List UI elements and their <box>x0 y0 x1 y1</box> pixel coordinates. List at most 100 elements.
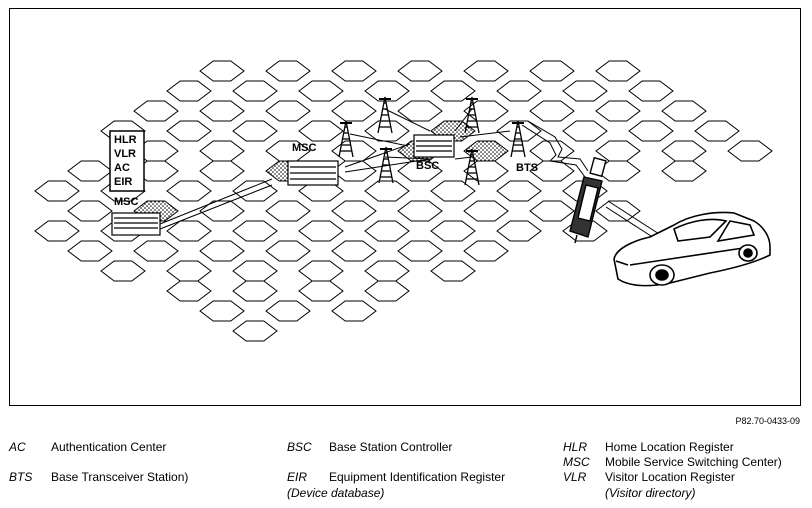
cell-hex <box>430 220 476 242</box>
radio-tower-icon <box>338 120 354 158</box>
cell-hex <box>166 180 212 202</box>
cell-hex <box>232 280 278 302</box>
bsc-label: BSC <box>416 160 439 172</box>
cell-hex <box>199 200 245 222</box>
bts-label: BTS <box>516 162 538 174</box>
cell-hex <box>67 240 113 262</box>
cell-hex <box>661 100 707 122</box>
cell-hex <box>232 260 278 282</box>
legend-definition: Equipment Identification Register <box>329 470 506 484</box>
msc-left-label: MSC <box>114 196 139 208</box>
cell-hex <box>364 80 410 102</box>
cell-hex <box>430 260 476 282</box>
cell-hex <box>661 140 707 162</box>
cell-hex <box>331 200 377 222</box>
legend-definition: Mobile Service Switching Center) <box>605 455 782 469</box>
radio-tower-icon <box>377 96 393 134</box>
cell-hex <box>298 280 344 302</box>
cell-hex <box>364 280 410 302</box>
cell-hex <box>727 140 773 162</box>
cell-hex <box>331 300 377 322</box>
cell-hex <box>628 120 674 142</box>
cell-hex <box>265 100 311 122</box>
cell-hex <box>496 80 542 102</box>
cell-hex <box>166 80 212 102</box>
diagram-frame: HLR VLR AC EIR MSC MSC BSC BTS <box>9 8 801 406</box>
cell-hex <box>595 140 641 162</box>
radio-tower-icon <box>510 120 526 158</box>
cell-hex <box>298 120 344 142</box>
legend-abbr: EIR <box>287 470 308 484</box>
cell-hex <box>562 80 608 102</box>
cell-hex <box>100 260 146 282</box>
vlr-label: VLR <box>114 148 136 160</box>
cell-hex <box>595 60 641 82</box>
register-box <box>109 130 145 192</box>
legend-definition: Visitor Location Register <box>605 470 735 484</box>
cell-hex <box>232 80 278 102</box>
cell-hex <box>199 160 245 182</box>
cell-hex <box>265 200 311 222</box>
cell-hex <box>331 60 377 82</box>
cell-hex <box>529 100 575 122</box>
cell-hex <box>199 140 245 162</box>
cell-hex <box>232 120 278 142</box>
cell-hex <box>166 120 212 142</box>
switching-cabinet-icon <box>287 160 339 186</box>
cell-hex <box>166 280 212 302</box>
cell-hex <box>199 240 245 262</box>
cell-hex <box>496 220 542 242</box>
cell-hex <box>364 180 410 202</box>
cell-hex <box>397 240 443 262</box>
legend-note-vlr: (Visitor directory) <box>605 486 696 500</box>
cell-hex <box>595 200 641 222</box>
figure-reference-code: P82.70-0433-09 <box>735 416 800 426</box>
eir-label: EIR <box>114 176 132 188</box>
switching-cabinet-icon <box>111 212 161 236</box>
cell-hex <box>166 260 212 282</box>
cell-hex <box>364 120 410 142</box>
switching-cabinet-icon <box>413 134 455 158</box>
radio-tower-icon <box>464 96 480 134</box>
cell-hex <box>496 120 542 142</box>
cell-hex <box>232 320 278 342</box>
radio-tower-icon <box>464 148 480 186</box>
legend-definition: Authentication Center <box>51 440 167 454</box>
cell-hex <box>133 160 179 182</box>
cell-hex <box>496 180 542 202</box>
cell-hex <box>430 180 476 202</box>
legend-note-eir: (Device database) <box>287 486 385 500</box>
cell-hex <box>133 100 179 122</box>
mobile-handset-icon <box>569 156 607 244</box>
msc-center-label: MSC <box>292 142 317 154</box>
cell-hex <box>67 160 113 182</box>
cell-hex <box>397 60 443 82</box>
legend-abbr: BTS <box>9 470 33 484</box>
cell-hex <box>463 200 509 222</box>
cell-hex <box>529 160 575 182</box>
cell-hex <box>34 220 80 242</box>
cell-hex <box>529 60 575 82</box>
legend-abbr: VLR <box>563 470 587 484</box>
cell-hex <box>430 80 476 102</box>
cell-hex <box>397 200 443 222</box>
cell-hex <box>529 200 575 222</box>
cell-hex <box>463 240 509 262</box>
cell-hex <box>595 160 641 182</box>
cell-hex <box>199 60 245 82</box>
cell-hex <box>364 220 410 242</box>
cell-hex <box>265 60 311 82</box>
cell-hex <box>298 80 344 102</box>
cell-hex <box>133 240 179 262</box>
legend-abbr: AC <box>9 440 26 454</box>
cell-hex <box>628 80 674 102</box>
ac-label: AC <box>114 162 130 174</box>
cell-hex <box>265 240 311 262</box>
legend-abbr: BSC <box>287 440 312 454</box>
cell-hex <box>199 100 245 122</box>
cell-hex <box>232 220 278 242</box>
cell-hex <box>331 100 377 122</box>
legend-definition: Base Transceiver Station) <box>51 470 189 484</box>
network-diagram: HLR VLR AC EIR MSC MSC BSC BTS <box>34 60 773 342</box>
cell-hex <box>562 120 608 142</box>
